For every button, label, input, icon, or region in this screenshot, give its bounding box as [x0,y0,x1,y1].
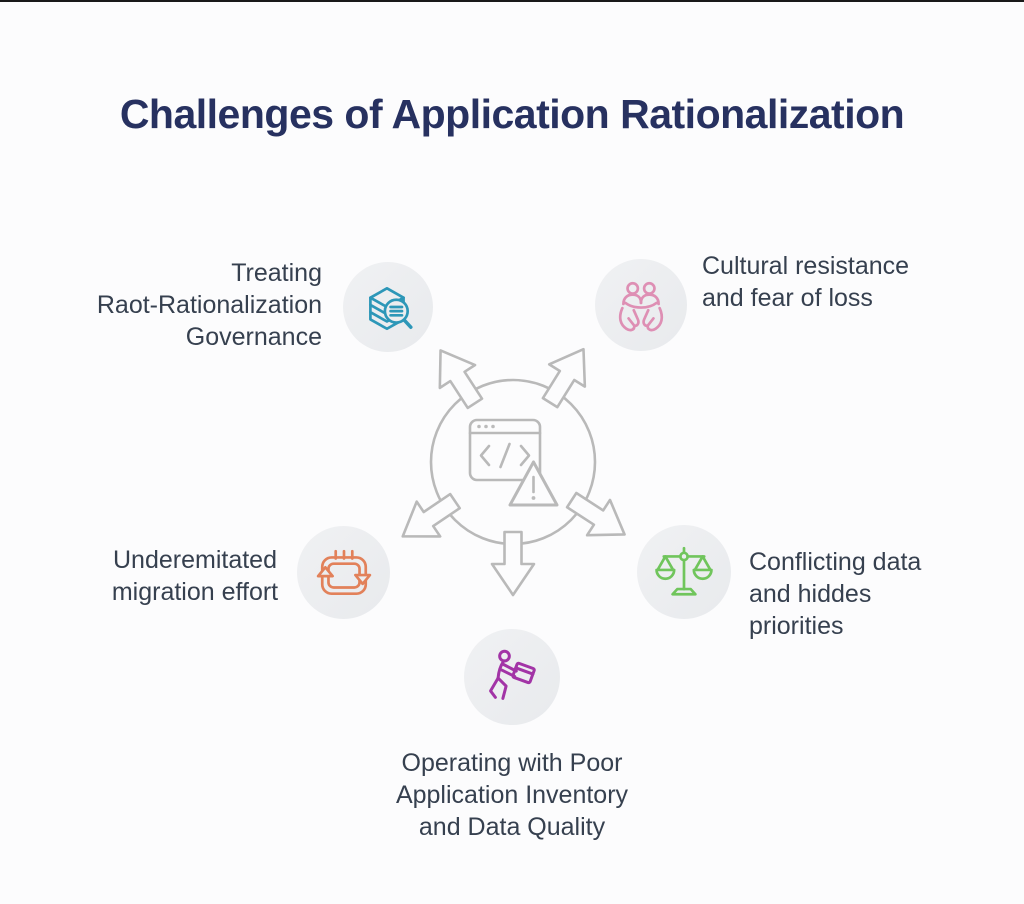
arrow-up-right-icon [541,347,587,409]
icon-circle-cultural-resistance [595,259,687,351]
balance-scale-icon [655,546,713,596]
label-cultural-resistance: Cultural resistance and fear of loss [702,252,910,312]
hands-holding-people-icon [618,281,664,332]
label-poor-inventory: Operating with Poor Application Inventor… [395,749,629,841]
icon-circle-migration-effort [297,526,390,619]
browser-code-icon [468,418,542,482]
top-edge-line [0,0,1024,2]
label-migration-effort: Underemitated migration effort [111,546,279,606]
central-hub-diagram [401,347,626,597]
calendar-refresh-icon [316,549,371,595]
box [511,661,536,685]
label-conflicting-data: Conflicting data and hiddes priorities [749,548,922,640]
arrow-down-left-icon [401,492,462,538]
icon-circle-governance [343,262,433,352]
arrow-down-right-icon [565,491,626,537]
page-title: Challenges of Application Rationalizatio… [119,91,905,138]
icon-circle-conflicting-data [637,525,731,619]
right-hand [642,306,664,332]
hub-graphics [401,347,626,597]
arrow-down-icon [490,530,536,597]
database-search-icon [369,287,413,331]
left-hand [618,306,640,332]
warning-triangle-icon [508,460,559,507]
person-carrying-box-icon [489,649,536,700]
label-governance: Treating Raot-Rationalization Governance [96,259,322,351]
arrow-up-left-icon [438,349,484,410]
icon-circle-poor-inventory [464,629,560,725]
